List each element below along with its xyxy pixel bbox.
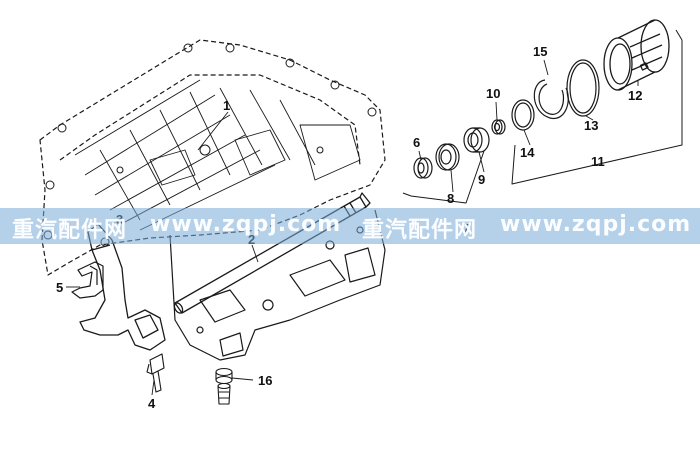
callout-10: 10 xyxy=(486,86,500,101)
callout-5: 5 xyxy=(56,280,63,295)
callout-11: 11 xyxy=(591,154,605,169)
part-14-snap-ring xyxy=(511,99,535,131)
callout-13: 13 xyxy=(584,118,598,133)
watermark-text-cn-1: 重汽配件网 xyxy=(12,218,128,243)
part-8-seal-ring xyxy=(435,143,460,171)
shift-fork xyxy=(79,223,166,351)
callout-9: 9 xyxy=(478,172,485,187)
watermark-text-url-2: www.zqpj.com xyxy=(500,212,692,237)
part-12-piston xyxy=(603,19,670,91)
group-bracket-7 xyxy=(402,150,485,204)
callout-1: 1 xyxy=(223,98,230,113)
watermark-text-cn-2: 重汽配件网 xyxy=(362,218,478,243)
watermark-text-url-1: www.zqpj.com xyxy=(150,212,342,237)
watermark-band xyxy=(0,208,700,244)
housing-rib-grid xyxy=(74,79,361,231)
callout-8: 8 xyxy=(447,191,454,206)
callout-4: 4 xyxy=(148,396,156,411)
callout-14: 14 xyxy=(520,145,535,160)
housing-bolt-bosses xyxy=(43,43,377,247)
callout-6: 6 xyxy=(413,135,420,150)
part-15-circlip xyxy=(533,79,569,119)
gearbox-housing xyxy=(39,39,386,276)
callout-15: 15 xyxy=(533,44,547,59)
bolt-4 xyxy=(146,353,165,393)
part-9-bushing xyxy=(463,127,490,153)
callout-12: 12 xyxy=(628,88,642,103)
callout-16: 16 xyxy=(258,373,272,388)
fork-bracket xyxy=(71,261,104,299)
drain-plug-16 xyxy=(215,367,233,405)
part-10-ring xyxy=(491,119,506,135)
callout-labels: 1 2 3 4 5 6 7 8 9 10 11 12 13 14 15 16 xyxy=(56,44,642,411)
part-6-seal-cap xyxy=(413,157,433,179)
part-13-o-ring xyxy=(566,59,600,117)
group-bracket-11 xyxy=(511,29,683,185)
housing-lower-body xyxy=(169,209,386,361)
leader-lines xyxy=(66,59,639,396)
